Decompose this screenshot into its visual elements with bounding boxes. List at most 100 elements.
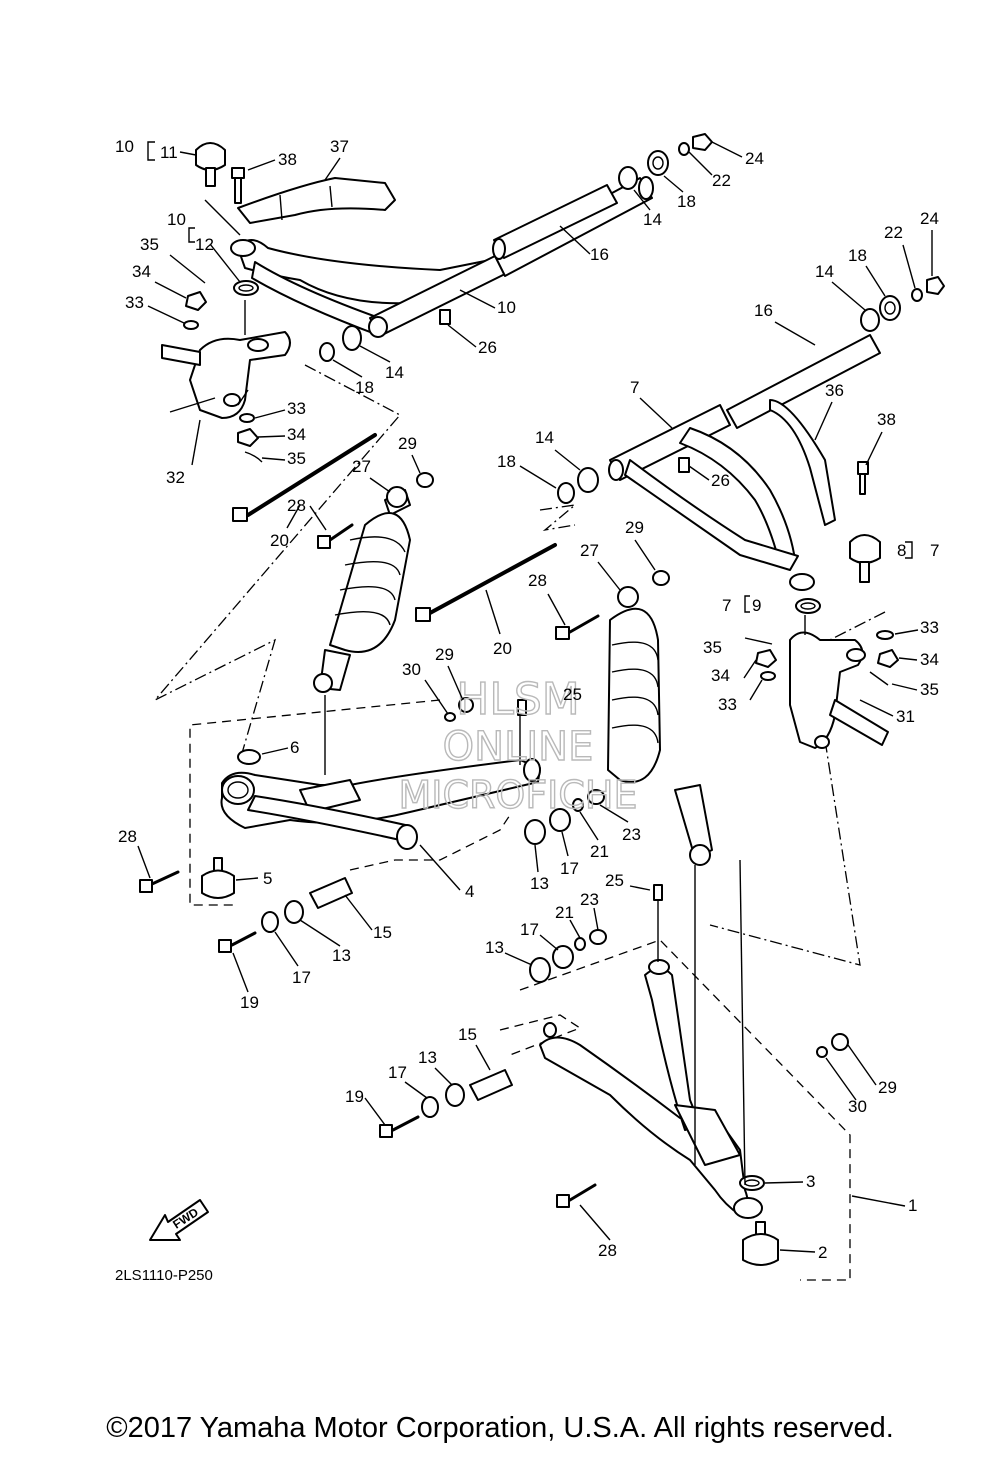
callout: 33 [287,399,306,418]
callout: 2 [818,1243,827,1262]
shock-27-right [607,586,713,866]
callout: 26 [711,471,730,490]
callout: 27 [580,541,599,560]
callout: 17 [388,1063,407,1082]
callout: 5 [263,869,272,888]
callout: 4 [465,882,474,901]
callout: 18 [497,452,516,471]
callout-labels: 10 11 38 37 10 12 35 34 33 32 33 34 35 1… [115,137,939,1262]
callout: 27 [352,457,371,476]
callout: 15 [373,923,392,942]
callout: 13 [418,1048,437,1067]
callout: 14 [385,363,404,382]
callout: 33 [718,695,737,714]
callout: 35 [140,235,159,254]
callout: 7 [630,378,639,397]
hardware-left-33-35 [169,254,263,463]
callout: 7 [930,541,939,560]
callout: 22 [712,171,731,190]
callout: 29 [435,645,454,664]
callout: 10 [115,137,134,156]
callout: 20 [270,531,289,550]
callout: 21 [590,842,609,861]
knuckle-right-31 [789,631,889,749]
watermark-line-1: HLSM [456,674,580,725]
callout: 13 [332,946,351,965]
callout: 32 [166,468,185,487]
knuckle-left-32 [161,331,291,466]
callout: 20 [493,639,512,658]
callout: 25 [605,871,624,890]
shock-27-left [313,486,411,693]
callout: 16 [754,301,773,320]
callout: 34 [920,650,939,669]
callout: 13 [485,938,504,957]
callout: 35 [287,449,306,468]
callout: 38 [278,150,297,169]
callout: 6 [290,738,299,757]
copyright-notice: ©2017 Yamaha Motor Corporation, U.S.A. A… [106,1412,894,1444]
circlip-12 [233,280,259,296]
upper-arm-right [557,276,945,571]
callout: 14 [815,262,834,281]
callout: 33 [920,618,939,637]
callout: 25 [563,685,582,704]
callout: 35 [703,638,722,657]
callout: 17 [520,920,539,939]
callout: 33 [125,293,144,312]
bolts-20 [232,433,557,622]
callout: 18 [848,246,867,265]
watermark-line-3: MICROFICHE [398,773,637,817]
callout: 18 [355,378,374,397]
callout: 9 [752,596,761,615]
callout: 3 [806,1172,815,1191]
callout: 29 [398,434,417,453]
callout: 30 [848,1097,867,1116]
callout: 21 [555,903,574,922]
callout: 37 [330,137,349,156]
circlip-3 [739,1175,765,1191]
callout: 19 [240,993,259,1012]
callout: 23 [622,825,641,844]
bushings-lower-left [139,697,605,953]
lower-arm-right [539,959,763,1219]
hardware-right-33-35 [744,630,899,686]
callout: 29 [878,1078,897,1097]
callout: 8 [897,541,906,560]
circlip-9 [789,573,821,614]
callout: 30 [402,660,421,679]
parts-diagram: FWD HLSM ONLINE MICROFICHE 2LS1110-P250 … [115,133,945,1284]
pivot-shaft-16-upper [319,133,713,362]
callout: 18 [677,192,696,211]
callout: 11 [160,143,178,162]
callout: 12 [195,235,214,254]
callout: 29 [625,518,644,537]
callout: 24 [920,209,939,228]
ball-joint-8 [849,534,881,583]
fwd-arrow-icon: FWD [149,1199,209,1241]
callout: 24 [745,149,764,168]
callout: 13 [530,874,549,893]
bushings-lower-right [379,884,849,1208]
callout: 28 [118,827,137,846]
callout: 10 [497,298,516,317]
ball-joint-11 [195,142,226,187]
watermark: HLSM ONLINE MICROFICHE [398,673,638,817]
callout: 28 [598,1241,617,1260]
callout: 14 [643,210,662,229]
ball-joint-2 [742,1221,779,1266]
callout: 17 [292,968,311,987]
callout: 14 [535,428,554,447]
callout-leaders [137,141,933,1253]
callout: 10 [167,210,186,229]
callout: 34 [711,666,730,685]
callout: 34 [287,425,306,444]
callout: 16 [590,245,609,264]
callout: 15 [458,1025,477,1044]
callout: 38 [877,410,896,429]
callout: 7 [722,596,731,615]
callout: 26 [478,338,497,357]
callout: 23 [580,890,599,909]
bolt-38-left [231,167,245,204]
callout: 28 [287,496,306,515]
